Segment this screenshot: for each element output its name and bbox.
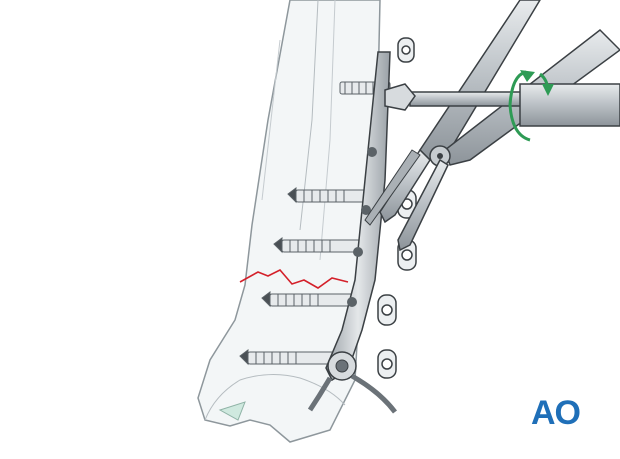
screw-5 xyxy=(239,349,339,366)
screwdriver xyxy=(384,83,620,127)
ao-logo: AO xyxy=(531,394,581,432)
bone-radius xyxy=(197,0,381,443)
curved-rotation-arrow-icon xyxy=(508,70,554,142)
screw-2 xyxy=(287,187,367,204)
screw-4 xyxy=(261,291,355,308)
screw-3 xyxy=(273,237,367,254)
bone-plate xyxy=(307,51,397,414)
fracture-line xyxy=(239,269,349,289)
template-plate xyxy=(377,37,417,379)
